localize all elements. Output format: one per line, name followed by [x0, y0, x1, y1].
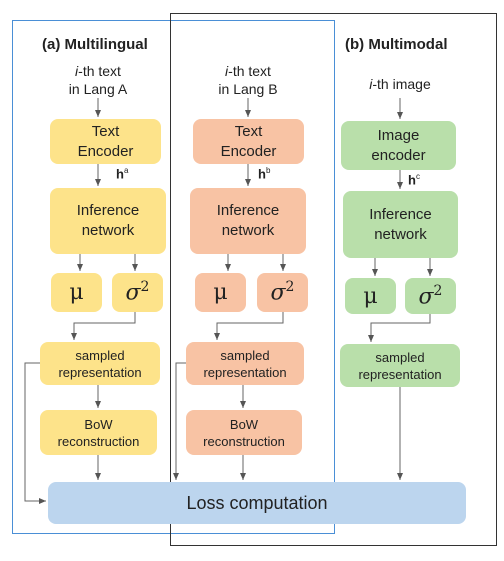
h-b: h	[258, 166, 266, 182]
mu-box-c: μ	[345, 278, 396, 314]
inference-b-line1: Inference	[216, 202, 280, 219]
sigma-b: σ2	[271, 279, 295, 305]
sigma-b-symbol: σ	[270, 280, 286, 306]
input-a-rest: -th text	[78, 63, 121, 79]
hidden-label-a: ha	[116, 166, 128, 181]
sampled-c-line1: sampled	[375, 349, 425, 365]
h-c-sup: c	[415, 172, 420, 181]
inference-c-line2: network	[374, 225, 427, 243]
input-b-italic: i	[225, 63, 229, 79]
multilingual-frame	[12, 20, 335, 534]
input-b-line2: in Lang B	[218, 81, 278, 97]
input-a-italic: i	[75, 63, 79, 79]
sampled-c-line2: representation	[358, 366, 442, 382]
inference-b-line2: network	[221, 222, 275, 239]
inference-network-b: Inference network	[190, 188, 306, 254]
sigma-a: σ2	[126, 279, 150, 305]
sigma-c-symbol: σ	[418, 284, 434, 310]
inference-c-line1: Inference	[369, 205, 432, 223]
hidden-label-c: hc	[408, 172, 420, 187]
mu-b: μ	[213, 280, 228, 305]
sampled-b-line2: representation	[203, 364, 287, 380]
input-text-lang-b: i-th text in Lang B	[208, 62, 288, 98]
sigma-c: σ2	[419, 283, 443, 309]
input-c-italic: i	[369, 76, 373, 92]
sigma-box-a: σ2	[112, 273, 163, 312]
inference-a-line1: Inference	[76, 202, 140, 219]
encoder-c-line1: Image	[377, 126, 420, 144]
encoder-b-line2: Encoder	[220, 142, 277, 160]
mu-a: μ	[69, 280, 84, 305]
input-image: i-th image	[350, 75, 450, 93]
input-b-rest: -th text	[228, 63, 271, 79]
sampled-a-line2: representation	[58, 364, 142, 380]
encoder-b-line1: Text	[234, 122, 263, 140]
input-a-line2: in Lang A	[68, 81, 128, 97]
h-a-sup: a	[123, 166, 129, 175]
encoder-c-line2: encoder	[371, 146, 426, 164]
multilingual-title: (a) Multilingual	[42, 36, 148, 53]
sigma-a-symbol: σ	[125, 280, 141, 306]
sigma-box-b: σ2	[257, 273, 308, 312]
input-c-rest: -th image	[372, 76, 431, 92]
mu-box-a: μ	[51, 273, 102, 312]
inference-network-c: Inference network	[343, 191, 458, 258]
loss-computation: Loss computation	[48, 482, 466, 524]
inference-a-line2: network	[81, 222, 135, 239]
bow-a-line1: BoW	[84, 416, 113, 432]
image-encoder: Image encoder	[341, 121, 456, 170]
sigma-c-exp: 2	[433, 282, 443, 299]
sigma-b-exp: 2	[285, 279, 295, 296]
bow-a-line2: reconstruction	[57, 433, 140, 449]
h-a: h	[116, 166, 124, 182]
sigma-box-c: σ2	[405, 278, 456, 314]
sampled-a-line1: sampled	[75, 347, 125, 363]
bow-b-line1: BoW	[229, 416, 259, 432]
encoder-a-line1: Text	[91, 122, 120, 140]
sampled-b-line1: sampled	[220, 347, 270, 363]
multimodal-frame	[170, 13, 497, 546]
encoder-a-line2: Encoder	[77, 142, 134, 160]
hidden-label-b: hb	[258, 166, 270, 181]
mu-c: μ	[363, 283, 378, 309]
mu-box-b: μ	[195, 273, 246, 312]
h-b-sup: b	[265, 166, 271, 175]
sigma-a-exp: 2	[140, 279, 150, 296]
multimodal-title: (b) Multimodal	[345, 36, 448, 53]
h-c: h	[408, 172, 416, 188]
input-text-lang-a: i-th text in Lang A	[58, 62, 138, 98]
bow-b-line2: reconstruction	[203, 433, 285, 449]
inference-network-a: Inference network	[50, 188, 166, 254]
